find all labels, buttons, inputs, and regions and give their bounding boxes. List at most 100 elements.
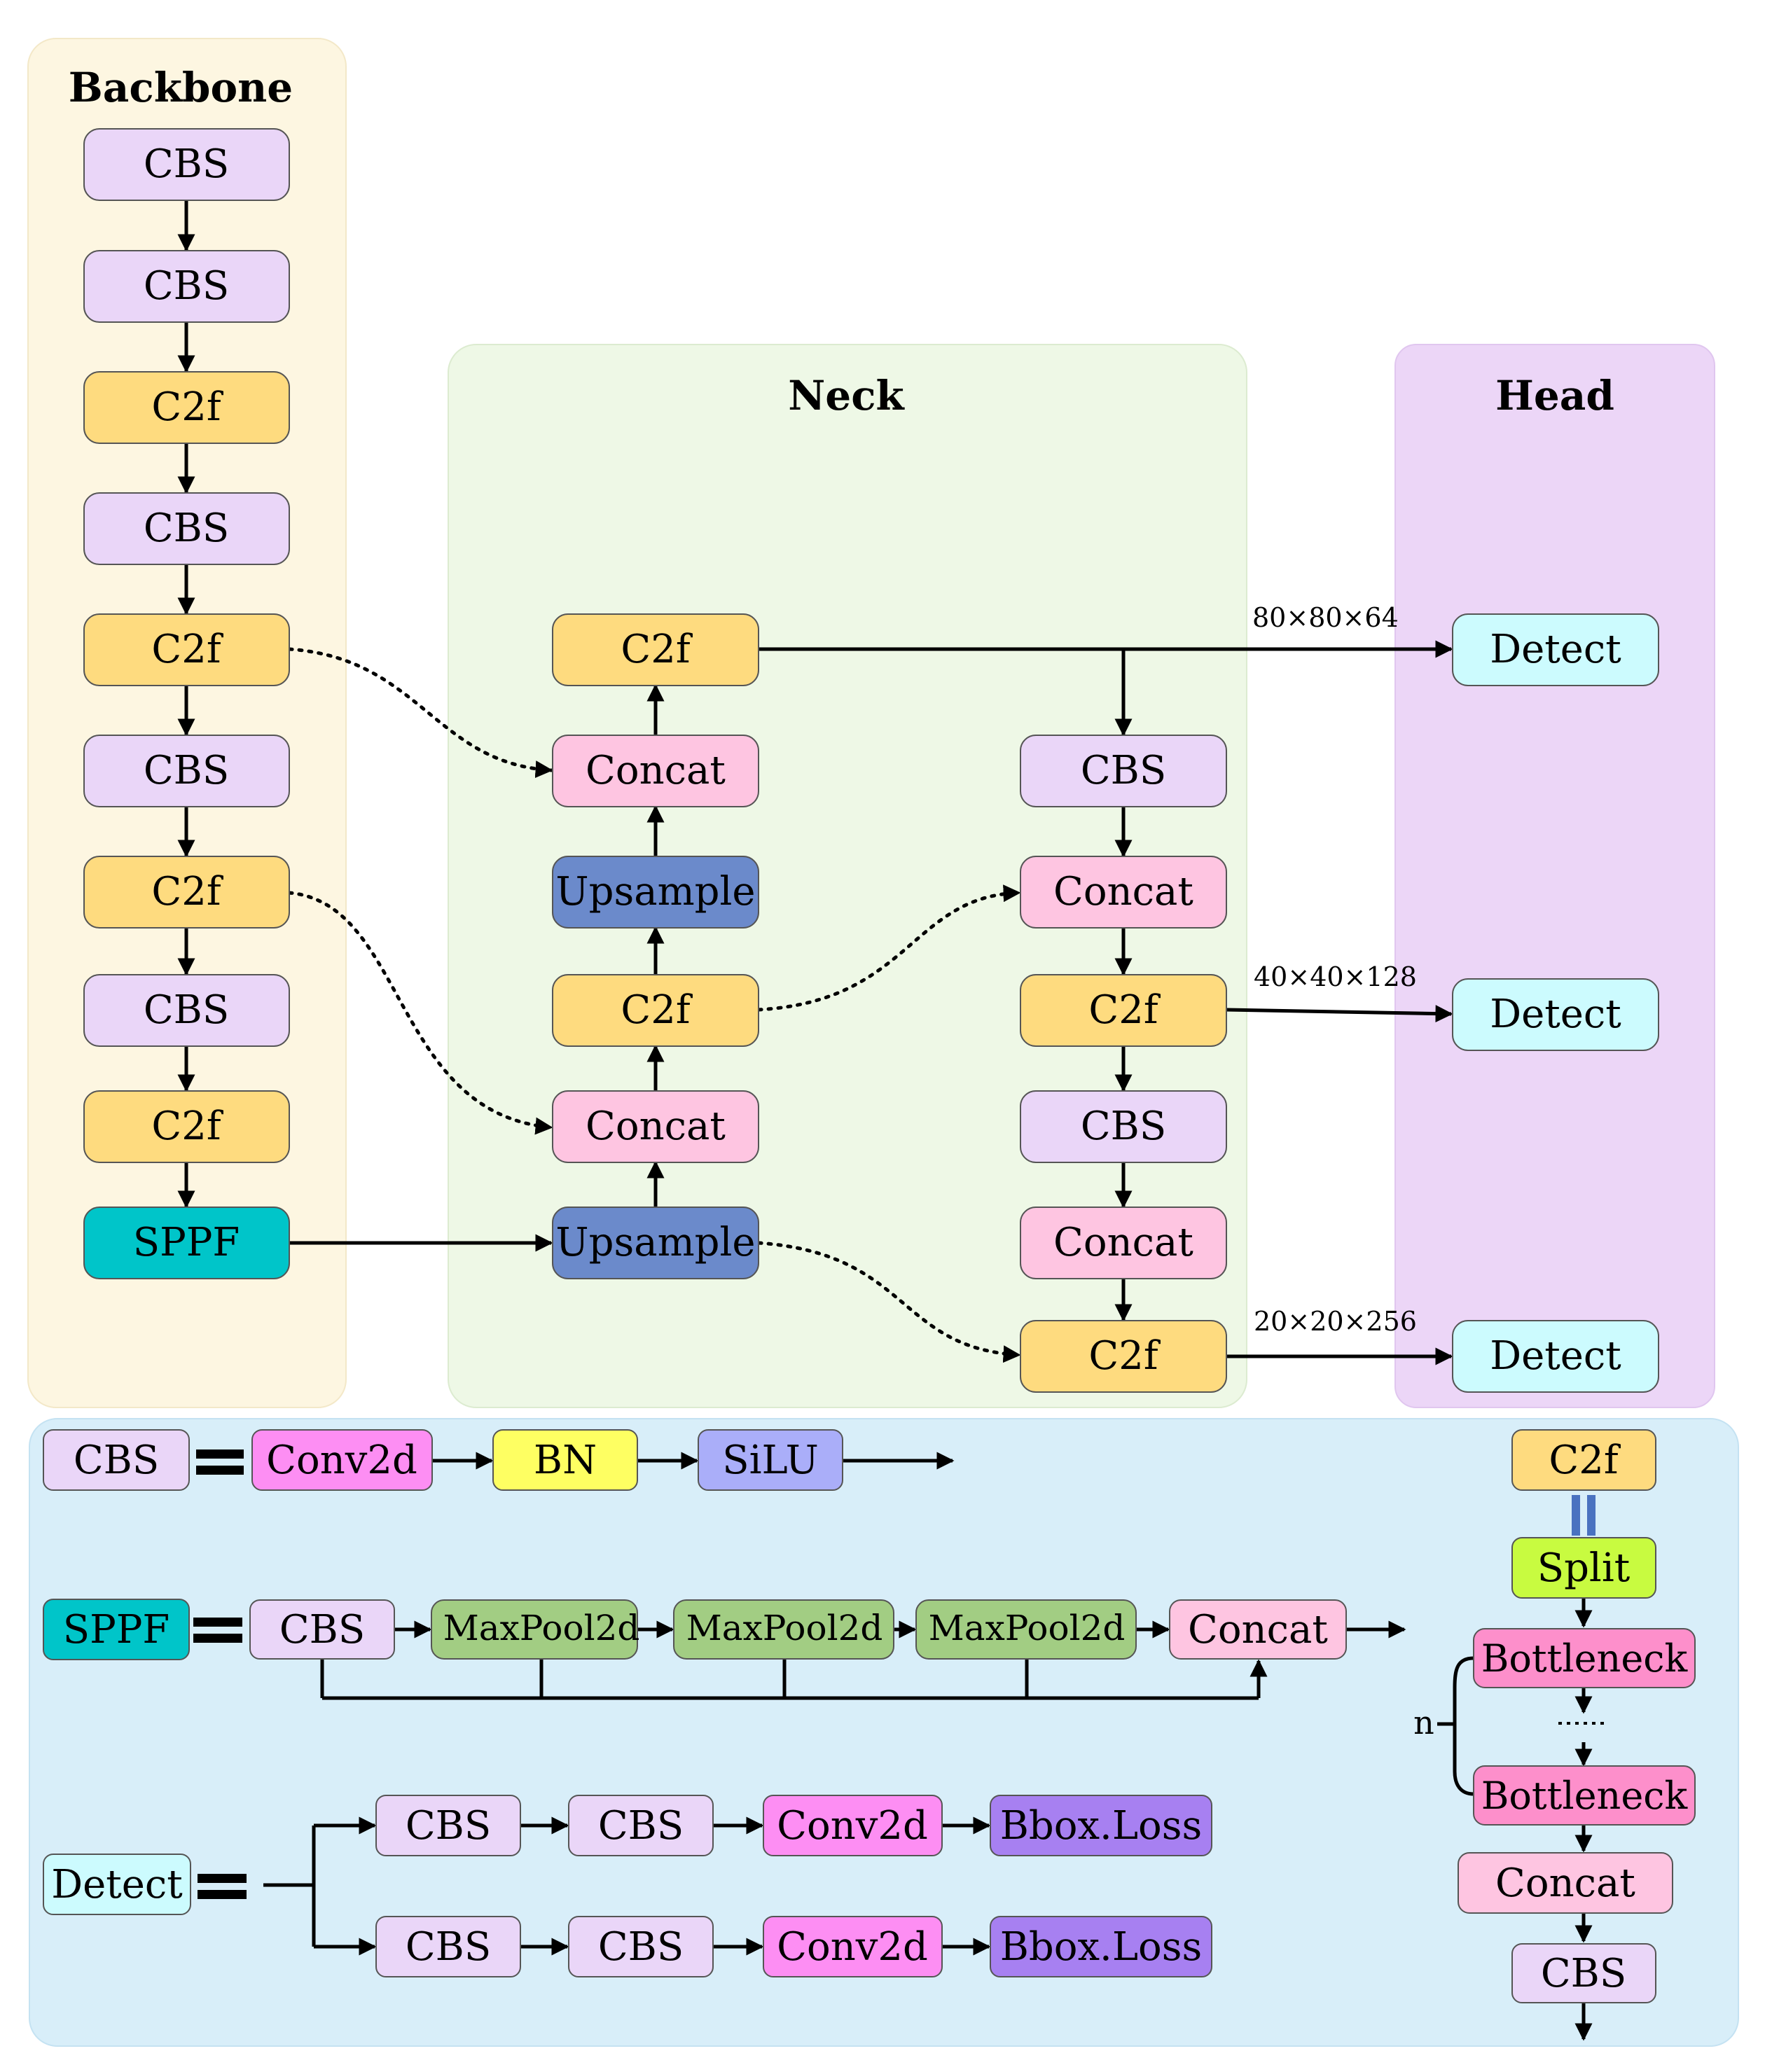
legend-sppf-name: SPPF <box>43 1599 190 1660</box>
backbone-cbs-2: CBS <box>83 250 290 323</box>
svg-text:Concat: Concat <box>1053 1220 1193 1265</box>
legend-sppf-maxpool-3: MaxPool2d <box>915 1599 1137 1660</box>
legend-detect-row1-bbox-loss: Bbox.Loss <box>990 1795 1212 1856</box>
head-detect-2: Detect <box>1452 978 1659 1051</box>
legend-cbs-row: CBS Conv2d BN SiLU <box>43 1429 955 1491</box>
equals-icon <box>196 1449 244 1475</box>
legend-cbs-conv2d: Conv2d <box>251 1429 433 1491</box>
legend-sppf-maxpool-2: MaxPool2d <box>673 1599 894 1660</box>
head-detect-1: Detect <box>1452 613 1659 686</box>
neck-c2f-mid: C2f <box>552 974 759 1047</box>
svg-text:CBS: CBS <box>144 141 229 187</box>
svg-text:Concat: Concat <box>1495 1861 1635 1906</box>
svg-text:Detect: Detect <box>51 1862 183 1907</box>
svg-text:Bbox.Loss: Bbox.Loss <box>1000 1924 1202 1970</box>
legend-cbs-bn: BN <box>492 1429 638 1491</box>
backbone-cbs-4: CBS <box>83 735 290 807</box>
head-title: Head <box>1495 372 1614 419</box>
svg-text:Detect: Detect <box>1490 627 1621 672</box>
svg-text:C2f: C2f <box>621 627 693 672</box>
backbone-sppf: SPPF <box>83 1207 290 1279</box>
svg-text:Concat: Concat <box>586 1104 726 1149</box>
svg-text:C2f: C2f <box>1549 1438 1621 1483</box>
equals-icon <box>198 1874 247 1899</box>
svg-text:Conv2d: Conv2d <box>777 1924 928 1970</box>
svg-text:C2f: C2f <box>1088 1333 1161 1379</box>
repeat-count-label: n <box>1413 1704 1434 1741</box>
neck-right-c2f-2: C2f <box>1020 1320 1227 1393</box>
connectors <box>177 200 1453 1365</box>
legend-c2f-split: Split <box>1511 1537 1656 1599</box>
backbone-title: Backbone <box>69 64 293 111</box>
svg-text:Split: Split <box>1537 1545 1631 1591</box>
neck-c2f-top: C2f <box>552 613 759 686</box>
legend-detect-row2-cbs-2: CBS <box>568 1916 714 1977</box>
legend-c2f-name: C2f <box>1511 1429 1656 1491</box>
equals-icon <box>193 1618 242 1643</box>
svg-text:CBS: CBS <box>74 1438 159 1483</box>
svg-text:Detect: Detect <box>1490 992 1621 1037</box>
legend-sppf-concat: Concat <box>1169 1599 1347 1660</box>
head-panel <box>1394 344 1715 1408</box>
svg-text:CBS: CBS <box>598 1803 684 1849</box>
svg-text:Detect: Detect <box>1490 1333 1621 1379</box>
backbone-cbs-5: CBS <box>83 974 290 1047</box>
legend-sppf-row: SPPF CBS MaxPool2d MaxPool2d MaxPool2d C… <box>43 1599 1406 1700</box>
svg-text:CBS: CBS <box>406 1803 491 1849</box>
legend-sppf-maxpool-1: MaxPool2d <box>431 1599 640 1660</box>
head-blocks: Detect Detect Detect 80×80×64 40×40×128 … <box>1252 602 1659 1393</box>
svg-text:MaxPool2d: MaxPool2d <box>929 1608 1126 1648</box>
legend-detect-row2-bbox-loss: Bbox.Loss <box>990 1916 1212 1977</box>
svg-text:Upsample: Upsample <box>555 1220 755 1265</box>
svg-text:Upsample: Upsample <box>555 869 755 915</box>
legend-c2f-cbs: CBS <box>1511 1943 1656 2003</box>
legend-detect-row1-cbs-1: CBS <box>375 1795 521 1856</box>
legend-detect-row1-cbs-2: CBS <box>568 1795 714 1856</box>
svg-text:CBS: CBS <box>1541 1951 1626 1996</box>
neck-upsample-2: Upsample <box>552 1207 759 1279</box>
skip-connections <box>287 647 1021 1363</box>
svg-text:C2f: C2f <box>151 384 223 430</box>
svg-text:C2f: C2f <box>1088 987 1161 1033</box>
backbone-cbs-3: CBS <box>83 492 290 565</box>
neck-blocks: C2f Concat Upsample C2f Concat Upsample … <box>552 613 1227 1393</box>
neck-upsample-1: Upsample <box>552 856 759 929</box>
svg-text:Conv2d: Conv2d <box>777 1803 928 1849</box>
neck-title: Neck <box>788 372 905 419</box>
svg-text:CBS: CBS <box>144 987 229 1033</box>
legend-cbs-name: CBS <box>43 1429 190 1491</box>
legend-c2f-concat: Concat <box>1458 1852 1673 1914</box>
neck-right-concat-1: Concat <box>1020 856 1227 929</box>
dim-label-3: 20×20×256 <box>1254 1306 1417 1337</box>
svg-text:CBS: CBS <box>598 1924 684 1970</box>
svg-text:Concat: Concat <box>1053 869 1193 915</box>
svg-text:CBS: CBS <box>1081 748 1166 793</box>
legend-sppf-cbs: CBS <box>249 1599 395 1660</box>
svg-text:CBS: CBS <box>406 1924 491 1970</box>
head-detect-3: Detect <box>1452 1320 1659 1393</box>
svg-text:SiLU: SiLU <box>722 1438 819 1483</box>
svg-text:Bottleneck: Bottleneck <box>1481 1774 1689 1818</box>
svg-text:SPPF: SPPF <box>63 1607 170 1653</box>
dim-label-2: 40×40×128 <box>1254 961 1417 992</box>
svg-text:CBS: CBS <box>279 1607 365 1653</box>
backbone-c2f-4: C2f <box>83 1090 290 1163</box>
svg-text:CBS: CBS <box>1081 1104 1166 1149</box>
svg-text:Concat: Concat <box>586 748 726 793</box>
legend-detect-row2-conv2d: Conv2d <box>763 1916 943 1977</box>
legend-c2f-bottleneck-2: Bottleneck <box>1473 1765 1696 1826</box>
backbone-cbs-1: CBS <box>83 128 290 201</box>
svg-text:BN: BN <box>534 1438 597 1483</box>
legend-detect-row2-cbs-1: CBS <box>375 1916 521 1977</box>
backbone-c2f-3: C2f <box>83 856 290 929</box>
svg-text:CBS: CBS <box>144 263 229 309</box>
backbone-c2f-1: C2f <box>83 371 290 444</box>
neck-right-cbs-1: CBS <box>1020 735 1227 807</box>
svg-text:CBS: CBS <box>144 506 229 551</box>
svg-text:Conv2d: Conv2d <box>266 1438 417 1483</box>
svg-text:C2f: C2f <box>151 869 223 915</box>
svg-text:MaxPool2d: MaxPool2d <box>443 1608 640 1648</box>
legend-detect-row1-conv2d: Conv2d <box>763 1795 943 1856</box>
svg-text:C2f: C2f <box>151 1104 223 1149</box>
